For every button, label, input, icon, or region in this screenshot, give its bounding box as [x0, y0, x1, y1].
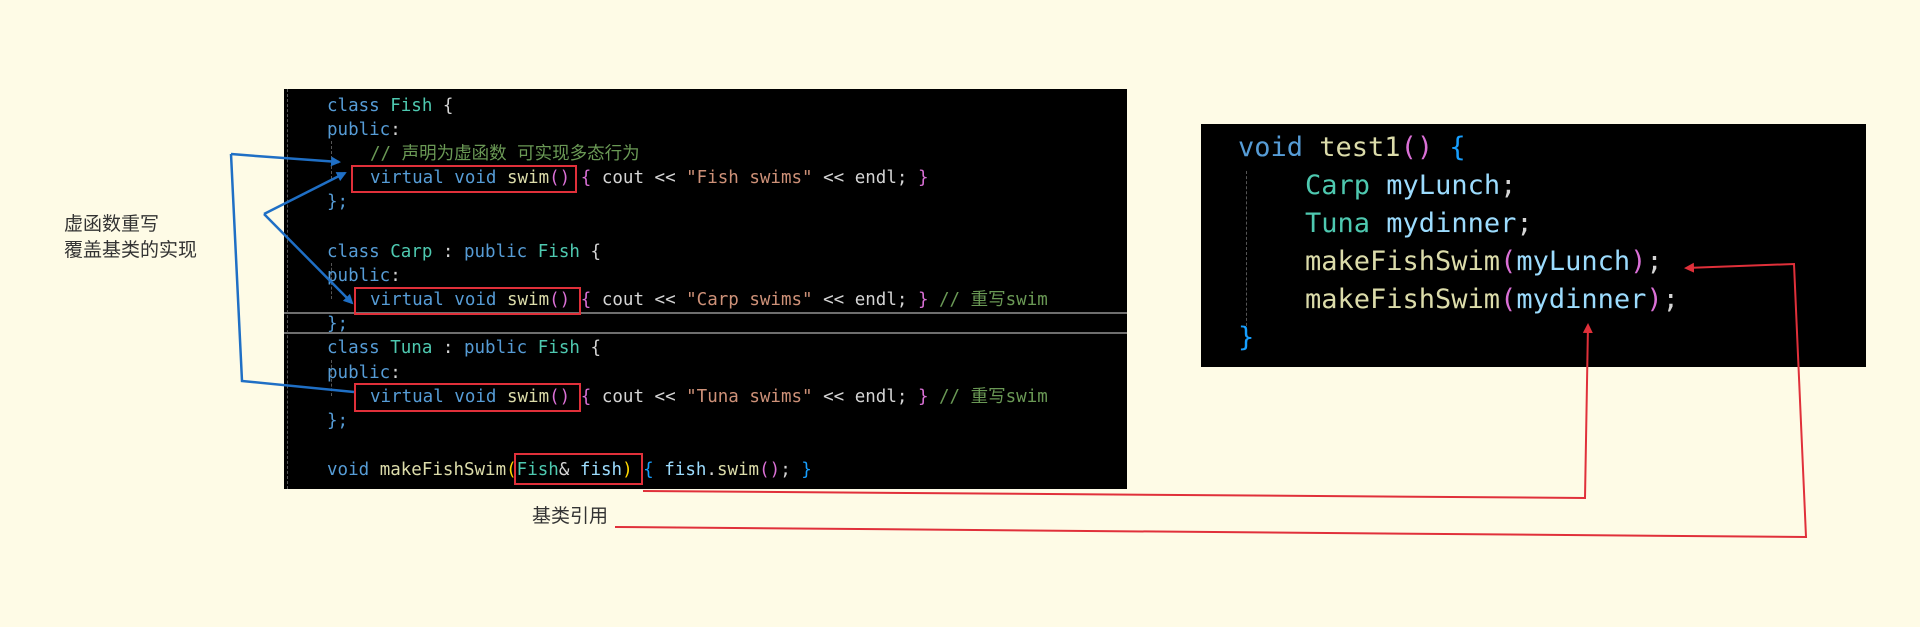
code-line: makeFishSwim(mydinner); [1305, 284, 1679, 315]
indent-guide [1246, 171, 1247, 331]
code-line: public: [327, 363, 401, 383]
code-panel-left: class Fish { public: // 声明为虚函数 可实现多态行为 v… [284, 89, 1127, 489]
code-line: }; [327, 411, 349, 431]
code-line: public: [327, 120, 401, 140]
label-base-reference: 基类引用 [532, 505, 609, 527]
blue-arrow-to-carp-swim [263, 213, 354, 305]
code-line: virtual void swim() { cout << "Fish swim… [370, 168, 929, 188]
indent-guide [331, 360, 332, 396]
code-line: Tuna mydinner; [1305, 208, 1533, 239]
blue-arrow-to-fish-swim [263, 171, 347, 216]
code-line: makeFishSwim(myLunch); [1305, 246, 1663, 277]
code-line: Carp myLunch; [1305, 170, 1517, 201]
code-line: class Tuna : public Fish { [327, 338, 601, 358]
code-line: void makeFishSwim(Fish& fish) { fish.swi… [327, 460, 812, 480]
indent-guide [287, 89, 288, 489]
highlight-box-base-ref-param [514, 453, 643, 485]
highlight-box-fish-swim [351, 165, 577, 193]
red-arrow-to-mydinner [642, 323, 1593, 500]
highlight-box-tuna-swim [354, 383, 581, 412]
code-panel-right: void test1() { Carp myLunch; Tuna mydinn… [1201, 124, 1866, 367]
code-line: virtual void swim() { cout << "Carp swim… [370, 290, 1048, 310]
code-line: } [1238, 322, 1255, 353]
label-virtual-override: 虚函数重写 覆盖基类的实现 [64, 213, 198, 261]
red-arrow-to-mylunch [614, 262, 1808, 539]
code-line: class Carp : public Fish { [327, 242, 601, 262]
separator-line [284, 332, 1127, 334]
blue-bracket-line [229, 153, 355, 394]
highlight-box-carp-swim [354, 287, 581, 315]
blue-arrow-to-comment [230, 152, 341, 167]
code-line: }; [327, 314, 349, 334]
code-line: }; [327, 192, 349, 212]
code-line: class Fish { [327, 96, 454, 116]
code-line: public: [327, 266, 401, 286]
code-line: void test1() { [1238, 132, 1466, 163]
code-line: virtual void swim() { cout << "Tuna swim… [370, 387, 1048, 407]
code-comment: // 声明为虚函数 可实现多态行为 [370, 144, 640, 164]
separator-line [284, 312, 1127, 314]
